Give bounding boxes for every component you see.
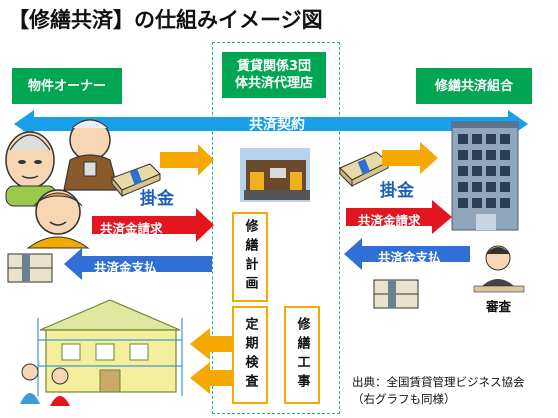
union-label: 修繕共済組合 [434, 78, 513, 94]
claim-arrow-left [92, 208, 214, 242]
owners-illustration [5, 119, 119, 249]
kakekin-arrow-left [160, 144, 214, 176]
agency-region [212, 42, 340, 414]
contract-arrow [14, 110, 528, 138]
money-bundle-right [339, 151, 389, 188]
repair-plan-box: 修繕計画 [232, 212, 268, 302]
periodic-inspection-label: 定期検査 [242, 317, 258, 393]
repair-work-box: 修繕工事 [284, 306, 320, 404]
periodic-inspection-box: 定期検査 [232, 306, 268, 404]
agency-building-photo [240, 148, 310, 202]
source-note: 出典：全国賃貸管理ビジネス協会 （右グラフも同様） [352, 374, 525, 408]
pay-arrow-left [64, 248, 212, 280]
kakekin-label-left: 掛金 [140, 189, 174, 209]
house-construction-illustration [20, 299, 183, 406]
money-bundle-left [111, 163, 161, 198]
union-building [451, 121, 519, 231]
claim-arrow-right [346, 200, 452, 234]
repair-plan-label: 修繕計画 [242, 219, 258, 295]
inspection-arrow-1 [190, 328, 236, 360]
owner-box: 物件オーナー [12, 68, 122, 104]
pay-label-right: 共済金支払 [378, 250, 441, 265]
money-stack-right [373, 279, 419, 309]
pay-arrow-right [344, 238, 470, 270]
pay-label-left: 共済金支払 [94, 260, 157, 275]
source-line-1: 出典：全国賃貸管理ビジネス協会 [352, 375, 525, 389]
owner-label: 物件オーナー [27, 78, 106, 94]
contract-label: 共済契約 [249, 117, 305, 133]
page-title: 【修繕共済】の仕組みイメージ図 [8, 8, 323, 32]
kakekin-label-right: 掛金 [380, 181, 414, 201]
review-label: 審査 [486, 299, 512, 314]
money-stack-left [7, 253, 53, 283]
agency-box: 賃貸関係3団 体共済代理店 [222, 52, 326, 98]
claim-label-left: 共済金請求 [100, 221, 163, 236]
agency-label: 賃貸関係3団 体共済代理店 [234, 59, 313, 91]
kakekin-arrow-right [382, 142, 438, 174]
source-line-2: （右グラフも同様） [352, 392, 456, 406]
inspection-arrow-2 [190, 362, 236, 394]
repair-work-label: 修繕工事 [294, 317, 310, 393]
claim-label-right: 共済金請求 [358, 213, 421, 228]
union-box: 修繕共済組合 [416, 68, 532, 104]
reviewer-illustration [473, 245, 525, 293]
